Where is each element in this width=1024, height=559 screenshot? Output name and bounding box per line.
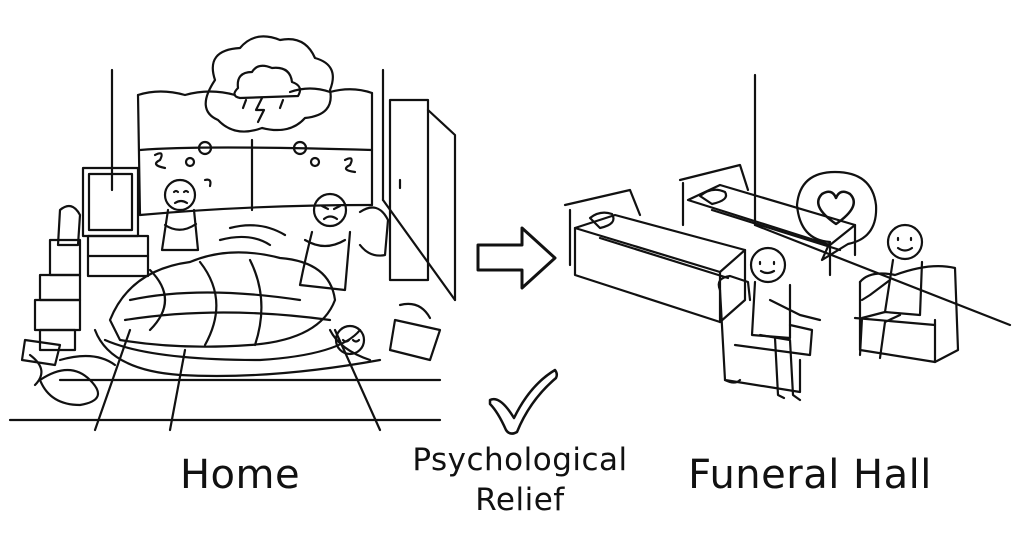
label-relief-line1: Psychological <box>412 442 628 478</box>
tv <box>81 166 150 278</box>
label-home: Home <box>179 452 301 498</box>
bed-back <box>678 163 857 277</box>
door <box>388 98 457 302</box>
worried-person-left <box>153 152 212 252</box>
right-arrow-icon <box>476 226 557 290</box>
label-relief-line2: Relief <box>475 482 565 518</box>
label-funeral-hall: Funeral Hall <box>688 452 932 498</box>
label-psychological-relief: Psychological Relief <box>395 440 645 520</box>
seated-person-right <box>858 223 924 360</box>
hall-room-walls <box>753 73 1012 327</box>
window-curtain <box>136 87 374 217</box>
storm-cloud-icon <box>184 35 334 168</box>
armchair-right <box>853 265 960 364</box>
home-scene <box>8 35 457 432</box>
armchair-left <box>717 274 814 394</box>
sleeping-person <box>328 324 372 362</box>
heart-speech-bubble-icon <box>795 170 878 262</box>
checkmark-icon <box>488 368 559 435</box>
seated-person-left <box>749 246 822 402</box>
funeral-hall-scene <box>563 73 1012 402</box>
futon-pile <box>93 224 382 378</box>
floor-clutter <box>28 302 442 407</box>
cardboard-boxes <box>20 204 82 367</box>
upset-person-right <box>298 157 390 292</box>
